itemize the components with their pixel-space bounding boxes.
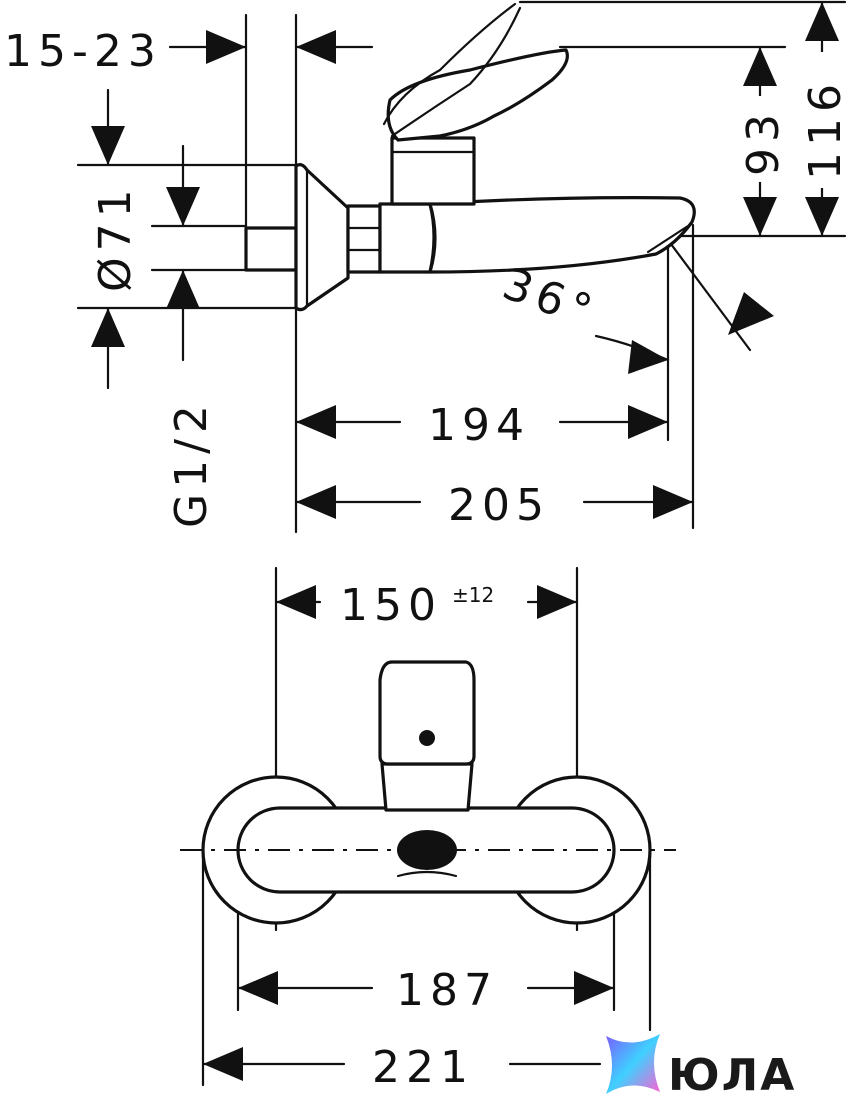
arrow-total-depth-right [653, 485, 693, 519]
label-body-width: 187 [396, 965, 498, 1016]
label-center-distance: 150 [340, 580, 442, 631]
spout-outlet-front [397, 830, 457, 870]
lever-open-position-2 [390, 6, 522, 138]
label-bg-116 [802, 52, 844, 188]
watermark-brand-text: ЮЛА [668, 1050, 796, 1100]
arrow-wall-distance-left [206, 30, 246, 64]
lever-handle [386, 48, 569, 142]
arrow-rosette-top [91, 126, 125, 165]
mixer-body [378, 202, 436, 274]
spout-outlet-line [646, 224, 690, 254]
side-view: 15-23 Ø71 G1/2 93 116 36° [4, 0, 851, 534]
lever-indicator-dot [419, 730, 435, 746]
arrow-spout-reach-right [628, 405, 668, 439]
watermark-logo: ЮЛА [606, 1034, 796, 1100]
arrow-spout-reach-left [296, 405, 336, 439]
label-spout-angle: 36° [496, 258, 604, 339]
arrow-rosette-bottom [91, 308, 125, 347]
label-rosette-diameter: Ø71 [90, 183, 141, 292]
label-wall-distance: 15-23 [4, 26, 162, 77]
label-height-to-lever: 93 [738, 108, 789, 176]
arrow-lever-height-top [743, 47, 777, 86]
lever-open-position [382, 2, 517, 126]
arrow-center-right [537, 585, 577, 619]
arrow-thread-top [166, 187, 200, 226]
arrow-total-width-left [203, 1047, 243, 1081]
lever-front [378, 660, 476, 766]
label-total-height: 116 [800, 78, 851, 180]
label-connection-thread: G1/2 [166, 399, 217, 528]
arrow-body-width-right [574, 971, 614, 1005]
arrow-center-left [276, 585, 316, 619]
arrow-spout-angle [728, 292, 774, 335]
cartridge-housing [390, 136, 476, 206]
arrow-total-depth-left [296, 485, 336, 519]
watermark-star-icon [606, 1034, 660, 1094]
label-spout-reach: 194 [428, 400, 530, 451]
label-center-tolerance: ±12 [452, 583, 494, 607]
spout-angle-line [660, 230, 752, 352]
arrow-spout-angle-arc [628, 340, 668, 374]
spout-outlet-lip [396, 870, 458, 878]
cartridge-housing-front [380, 762, 474, 812]
front-view: 150 ±12 187 221 [180, 566, 676, 1093]
arrow-thread-bottom [166, 270, 200, 309]
label-total-width: 221 [372, 1042, 474, 1093]
label-bg-93 [740, 96, 782, 182]
connection-nut [244, 226, 298, 272]
arrow-lever-height-bottom [743, 197, 777, 236]
arrow-body-width-left [238, 971, 278, 1005]
arrow-total-height-top [805, 2, 839, 41]
coupling [346, 204, 382, 274]
label-total-depth: 205 [448, 480, 550, 531]
arrow-wall-distance-right [296, 30, 336, 64]
rosette [294, 163, 350, 312]
spout [428, 196, 696, 274]
arrow-total-height-bottom [805, 197, 839, 236]
